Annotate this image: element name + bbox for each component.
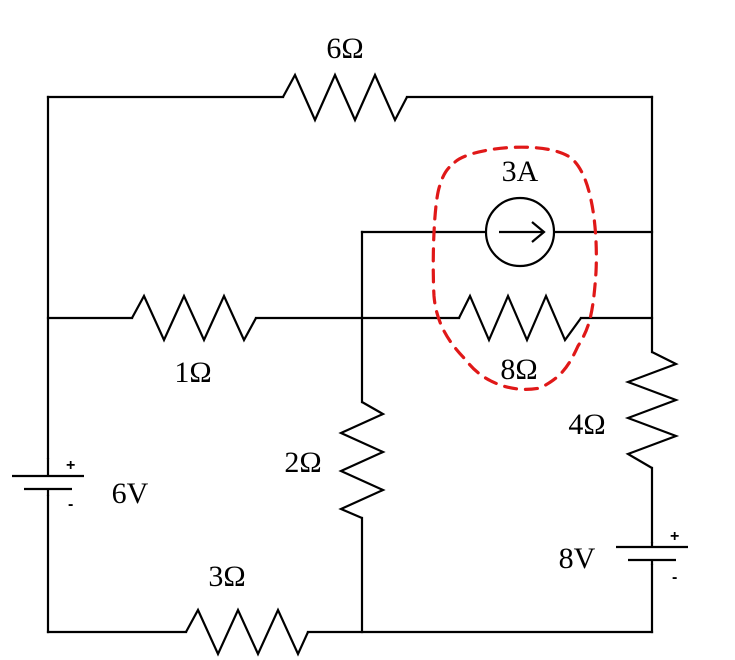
current-source bbox=[484, 196, 556, 268]
battery-6v: + - bbox=[12, 457, 84, 513]
battery-6v-plus: + bbox=[66, 457, 75, 474]
label-3ohm: 3Ω bbox=[208, 560, 245, 593]
resistor-2ohm bbox=[338, 401, 386, 520]
label-3a: 3A bbox=[502, 155, 539, 188]
resistor-4ohm bbox=[624, 351, 680, 469]
label-8v: 8V bbox=[559, 542, 596, 575]
battery-8v-plus: + bbox=[670, 528, 679, 545]
resistor-6ohm bbox=[282, 72, 408, 123]
resistor-3ohm bbox=[185, 607, 310, 657]
label-6ohm: 6Ω bbox=[326, 32, 363, 65]
resistor-1ohm bbox=[131, 293, 257, 343]
label-4ohm: 4Ω bbox=[568, 408, 605, 441]
wires bbox=[46, 95, 654, 634]
label-1ohm: 1Ω bbox=[174, 356, 211, 389]
battery-8v-minus: - bbox=[672, 569, 677, 586]
resistor-8ohm bbox=[458, 293, 582, 343]
label-6v: 6V bbox=[112, 477, 149, 510]
label-2ohm: 2Ω bbox=[284, 446, 321, 479]
battery-8v: + - bbox=[616, 528, 688, 586]
battery-6v-minus: - bbox=[68, 496, 73, 513]
label-8ohm: 8Ω bbox=[500, 353, 537, 386]
